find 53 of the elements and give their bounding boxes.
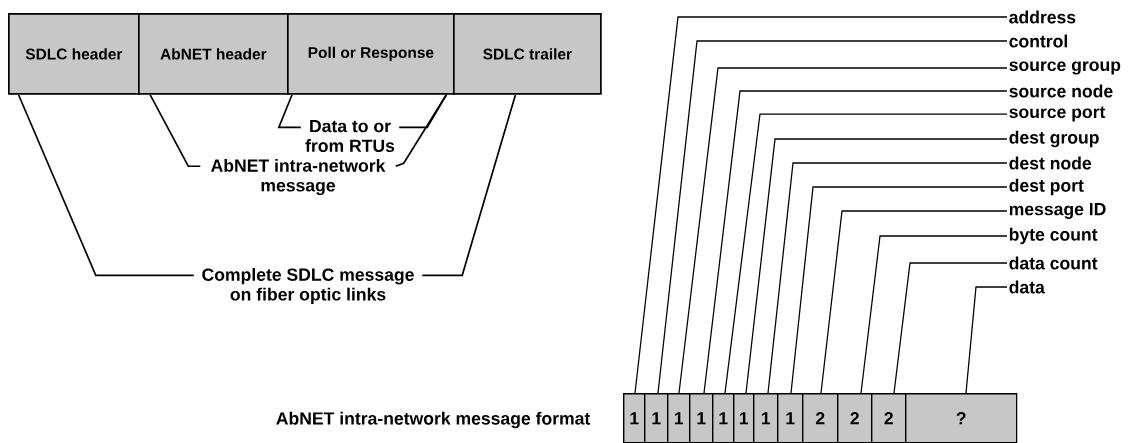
field-label: data count: [1009, 256, 1098, 270]
node-label: 2: [850, 412, 859, 425]
node-label: 2: [884, 412, 893, 425]
node-label: 1: [739, 412, 749, 425]
bracket-line: [394, 93, 448, 168]
node-label: 1: [719, 412, 728, 425]
bracket-line: [149, 93, 202, 168]
field-label: byte count: [1009, 227, 1098, 245]
bracket-caption: Complete SDLC message on fiber optic links: [202, 267, 414, 305]
field-box: 1: [753, 393, 779, 443]
leader-line: [790, 186, 1008, 394]
node-label: 1: [786, 412, 795, 425]
field-box: 2: [871, 393, 907, 443]
segment-box: Poll or Response: [287, 13, 455, 95]
field-label: dest group: [1009, 130, 1099, 148]
node-label: 2: [815, 412, 825, 425]
field-box: 2: [802, 393, 839, 443]
field-box: 1: [712, 393, 735, 443]
field-box: 1: [644, 393, 669, 443]
bracket-caption: AbNET intra-network message: [211, 158, 386, 196]
segment-box: SDLC header: [8, 13, 140, 95]
node-label: 1: [697, 412, 706, 425]
field-box: 1: [689, 393, 714, 443]
field-label: source node: [1009, 84, 1113, 98]
bracket-line: [277, 93, 302, 129]
leader-line: [893, 262, 1008, 394]
field-box: 1: [667, 393, 691, 443]
caption-text: AbNET intra-network message format: [276, 411, 591, 429]
field-label: message ID: [1009, 203, 1106, 219]
leader-line: [745, 138, 1008, 394]
field-label: source group: [1009, 61, 1121, 75]
node-label: 1: [761, 412, 771, 425]
field-box: 1: [777, 393, 804, 443]
leader-line: [767, 162, 1008, 394]
bracket-caption: Data to or from RTUs: [305, 120, 395, 152]
field-label: dest node: [1009, 156, 1092, 170]
leader-line: [820, 210, 1008, 394]
node-label: 1: [630, 412, 639, 425]
segment-box: SDLC trailer: [453, 13, 602, 95]
leader-line: [860, 235, 1008, 394]
field-label: data: [1009, 280, 1045, 294]
node-label: 1: [674, 412, 684, 425]
field-box: 1: [733, 393, 755, 443]
bracket-line: [421, 93, 517, 277]
field-label: source port: [1009, 106, 1106, 122]
field-box: 2: [837, 393, 873, 443]
field-label: dest port: [1009, 178, 1084, 196]
field-label: address: [1009, 10, 1076, 24]
segment-box: AbNET header: [138, 13, 289, 95]
field-box: 1: [623, 393, 646, 443]
field-label: control: [1009, 34, 1067, 48]
leader-line: [965, 286, 1008, 394]
bracket-line: [17, 93, 195, 277]
